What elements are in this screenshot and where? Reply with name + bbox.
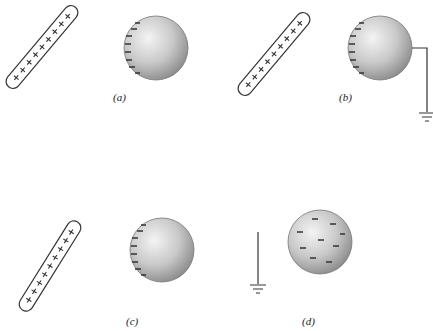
metal-sphere (288, 210, 352, 274)
metal-sphere (130, 218, 194, 282)
panel-label: (c) (126, 316, 138, 327)
metal-sphere (348, 16, 412, 80)
ground-symbol (250, 285, 266, 293)
charged-rod (3, 3, 81, 92)
panel-label: (d) (302, 316, 315, 327)
charged-rod (235, 10, 313, 99)
ground-wire (257, 232, 258, 284)
ground-wire (412, 48, 427, 112)
charged-rod (17, 218, 84, 314)
metal-sphere (124, 16, 188, 80)
panel-label: (b) (339, 92, 352, 103)
panel-label: (a) (113, 92, 126, 103)
ground-symbol (419, 113, 433, 121)
